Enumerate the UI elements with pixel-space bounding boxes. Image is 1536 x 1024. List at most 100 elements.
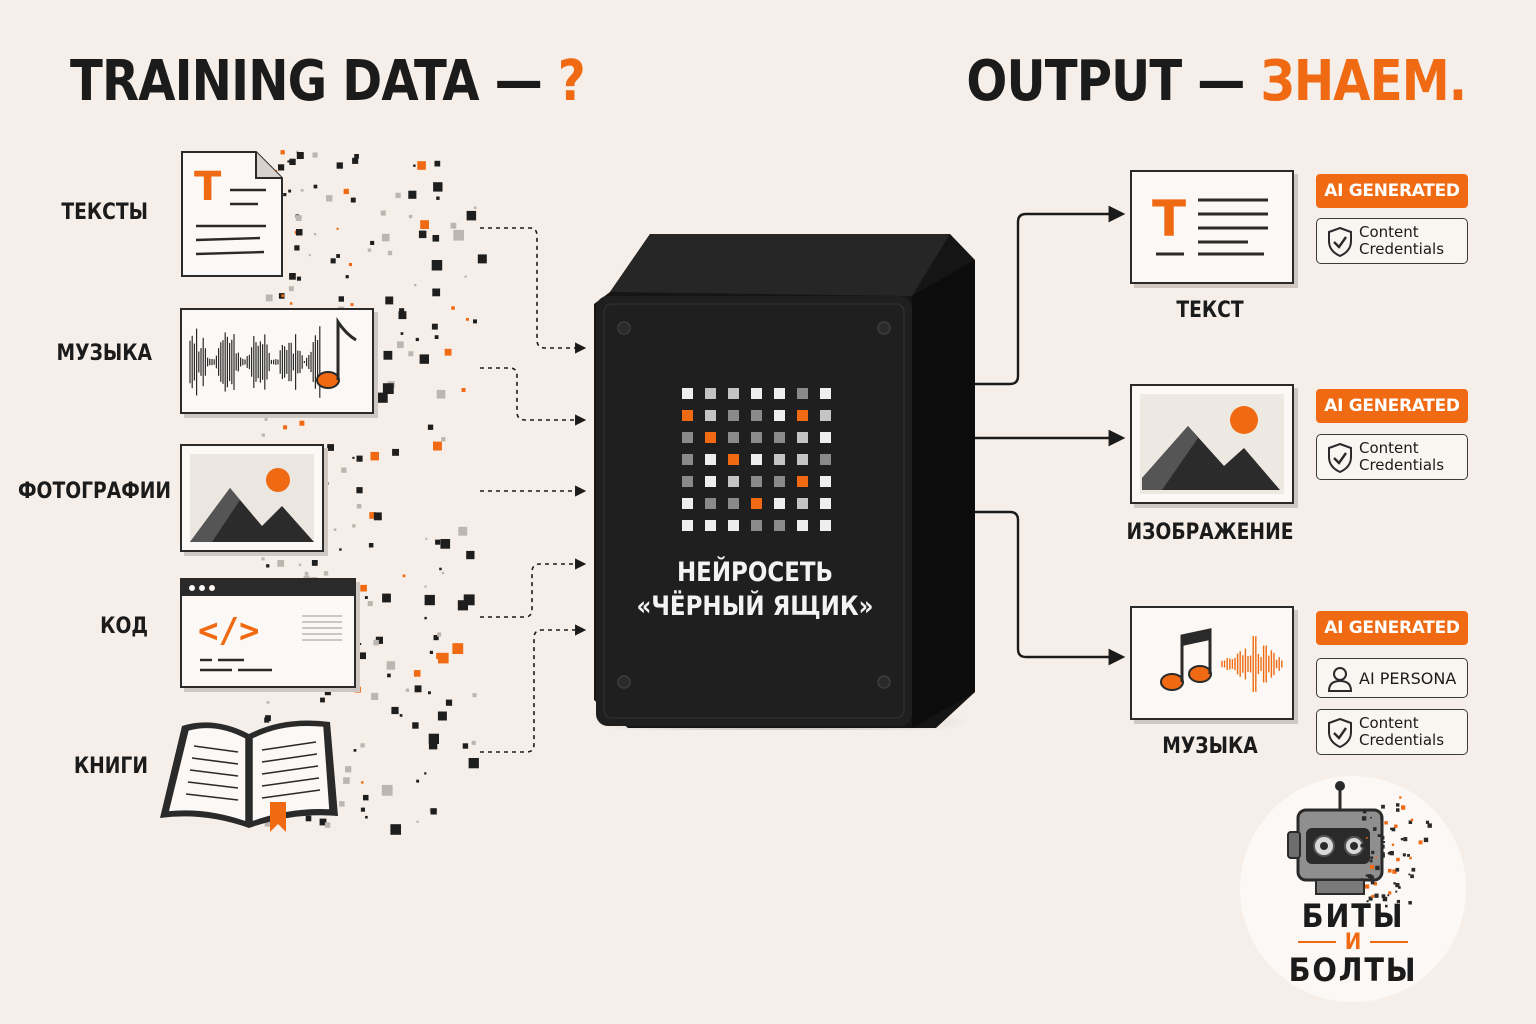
logo-dot bbox=[1370, 816, 1372, 819]
shield-check-icon bbox=[1328, 443, 1352, 473]
grid-pixel bbox=[728, 498, 739, 509]
data-particle bbox=[464, 275, 467, 278]
grid-pixel bbox=[682, 410, 693, 421]
data-particle bbox=[377, 392, 388, 403]
grid-pixel bbox=[820, 388, 831, 399]
data-particle bbox=[461, 388, 466, 392]
logo-dot bbox=[1367, 874, 1372, 879]
grid-pixel bbox=[728, 520, 739, 531]
logo-dot bbox=[1400, 838, 1404, 841]
data-particle bbox=[323, 571, 329, 576]
data-particle bbox=[281, 294, 284, 298]
data-particle bbox=[368, 543, 374, 548]
grid-pixel bbox=[797, 410, 808, 421]
data-particle bbox=[369, 512, 376, 519]
data-particle bbox=[414, 685, 422, 693]
shield-check-icon bbox=[1328, 227, 1352, 257]
code-window-icon: </> bbox=[180, 578, 356, 688]
photo-mountain-icon bbox=[180, 444, 324, 552]
logo-dot bbox=[1368, 880, 1370, 882]
pixel-grid-icon bbox=[682, 388, 831, 531]
data-particle bbox=[457, 600, 468, 611]
data-particle bbox=[352, 157, 359, 164]
data-particle bbox=[473, 206, 477, 209]
data-particle bbox=[373, 639, 379, 646]
input-label-texts: ТЕКСТЫ bbox=[61, 200, 148, 225]
logo-dot bbox=[1369, 864, 1374, 869]
data-particle bbox=[433, 441, 442, 451]
grid-pixel bbox=[820, 454, 831, 465]
data-particle bbox=[367, 601, 373, 607]
data-particle bbox=[417, 161, 426, 170]
data-particle bbox=[265, 294, 273, 302]
data-particle bbox=[408, 190, 417, 199]
grid-pixel bbox=[751, 454, 762, 465]
data-particle bbox=[438, 652, 449, 664]
data-particle bbox=[296, 150, 299, 153]
input-connector-1 bbox=[480, 227, 587, 354]
black-box-label: НЕЙРОСЕТЬ «ЧЁРНЫЙ ЯЩИК» bbox=[623, 556, 887, 624]
logo-dot bbox=[1410, 874, 1414, 879]
known-word: ЗНАЕМ. bbox=[1260, 49, 1467, 114]
data-particle bbox=[437, 711, 447, 721]
data-particle bbox=[381, 784, 393, 796]
data-particle bbox=[419, 354, 429, 364]
data-particle bbox=[350, 197, 356, 203]
grid-pixel bbox=[728, 410, 739, 421]
grid-pixel bbox=[705, 432, 716, 443]
grid-pixel bbox=[728, 388, 739, 399]
data-particle bbox=[382, 383, 394, 394]
data-particle bbox=[387, 673, 391, 678]
text-document-icon: T bbox=[178, 148, 288, 282]
grid-pixel bbox=[728, 454, 739, 465]
logo-dot bbox=[1395, 867, 1400, 872]
ai-generated-badge-2: AI GENERATED bbox=[1316, 389, 1468, 423]
data-particle bbox=[261, 557, 265, 561]
data-particle bbox=[278, 164, 285, 171]
logo-dot bbox=[1361, 878, 1363, 880]
data-particle bbox=[397, 341, 404, 349]
data-particle bbox=[359, 642, 362, 645]
data-particle bbox=[428, 691, 431, 695]
data-particle bbox=[434, 160, 441, 167]
data-particle bbox=[364, 596, 368, 599]
grid-pixel bbox=[820, 476, 831, 487]
logo-dot bbox=[1408, 873, 1411, 876]
data-particle bbox=[339, 801, 345, 807]
content-credentials-tag-3: Content Credentials bbox=[1316, 709, 1468, 755]
logo-dot bbox=[1392, 869, 1397, 874]
input-label-music: МУЗЫКА bbox=[56, 341, 153, 366]
data-particle bbox=[431, 260, 443, 271]
data-particle bbox=[277, 560, 285, 567]
data-particle bbox=[468, 758, 479, 769]
data-particle bbox=[398, 311, 407, 320]
logo-line-3: БОЛТЫ bbox=[1288, 951, 1418, 989]
data-particle bbox=[392, 448, 399, 456]
data-particle bbox=[434, 335, 439, 339]
ai-persona-tag: AI PERSONA bbox=[1316, 658, 1468, 698]
grid-pixel bbox=[820, 520, 831, 531]
text-lines-icon: T bbox=[1130, 170, 1294, 284]
logo-dot bbox=[1427, 823, 1432, 828]
logo-dot bbox=[1409, 856, 1412, 860]
content-credentials-tag-1: Content Credentials bbox=[1316, 218, 1468, 264]
data-particle bbox=[266, 701, 270, 704]
data-particle bbox=[453, 229, 464, 241]
data-particle bbox=[283, 425, 288, 430]
question-mark: ? bbox=[557, 49, 586, 114]
grid-pixel bbox=[774, 454, 785, 465]
ai-generated-badge-1: AI GENERATED bbox=[1316, 174, 1468, 208]
data-particle bbox=[353, 749, 357, 752]
logo-dot bbox=[1360, 893, 1363, 895]
logo-dot bbox=[1382, 852, 1385, 855]
logo-dot bbox=[1384, 821, 1388, 825]
data-particle bbox=[436, 389, 446, 399]
data-particle bbox=[473, 319, 477, 324]
data-particle bbox=[339, 548, 342, 551]
logo-dot bbox=[1388, 891, 1392, 895]
data-particle bbox=[415, 337, 419, 342]
data-particle bbox=[408, 351, 414, 357]
data-particle bbox=[264, 417, 268, 421]
data-particle bbox=[430, 808, 437, 815]
data-particle bbox=[444, 348, 452, 356]
